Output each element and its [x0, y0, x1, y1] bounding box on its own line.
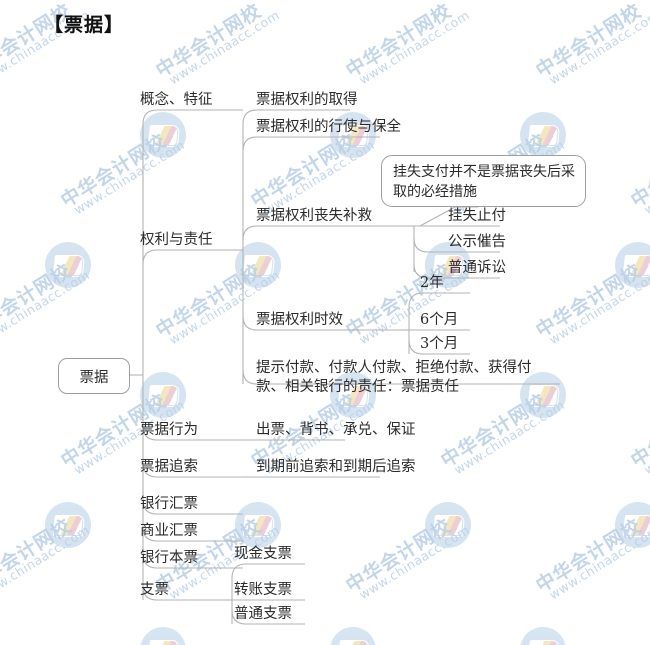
node-label: 商业汇票 [140, 523, 198, 539]
node-label: 支票 [140, 582, 169, 598]
node-period-3-months[interactable]: 3个月 [420, 336, 458, 353]
node-exercise-and-preservation[interactable]: 票据权利的行使与保全 [256, 119, 401, 136]
node-label: 票据权利时效 [256, 312, 343, 328]
node-bill-acts[interactable]: 票据行为 [140, 422, 198, 439]
node-rights-liabilities[interactable]: 权利与责任 [140, 232, 213, 249]
node-label: 票据追索 [140, 459, 198, 475]
node-label: 公示催告 [448, 234, 506, 250]
node-label: 票据权利丧失补救 [256, 208, 372, 224]
node-label: 2年 [420, 275, 444, 291]
node-check[interactable]: 支票 [140, 582, 169, 599]
node-acquisition-of-rights[interactable]: 票据权利的取得 [256, 92, 358, 109]
node-ordinary-litigation[interactable]: 普通诉讼 [448, 260, 506, 277]
node-payment-responsibilities[interactable]: 提示付款、付款人付款、拒绝付款、获得付款、相关银行的责任：票据责任 [256, 359, 556, 397]
mindmap-root-node[interactable]: 票据 [58, 358, 130, 394]
node-bill-recourse[interactable]: 票据追索 [140, 459, 198, 476]
node-label: 挂失止付 [448, 208, 506, 224]
node-loss-remedy[interactable]: 票据权利丧失补救 [256, 208, 372, 225]
callout-note[interactable]: 挂失支付并不是票据丧失后采取的必经措施 [381, 155, 586, 207]
node-label: 普通诉讼 [448, 260, 506, 276]
node-label: 出票、背书、承兑、保证 [256, 422, 416, 438]
node-label: 票据权利的行使与保全 [256, 119, 401, 135]
node-label: 票据行为 [140, 422, 198, 438]
node-bank-draft[interactable]: 银行汇票 [140, 496, 198, 513]
node-label: 银行汇票 [140, 496, 198, 512]
node-commercial-draft[interactable]: 商业汇票 [140, 523, 198, 540]
node-label: 提示付款、付款人付款、拒绝付款、获得付款、相关银行的责任：票据责任 [256, 360, 532, 395]
page-title: 【票据】 [44, 14, 125, 36]
node-recourse-types[interactable]: 到期前追索和到期后追索 [256, 459, 416, 476]
node-label: 票据权利的取得 [256, 92, 358, 108]
node-label: 转账支票 [234, 582, 292, 598]
node-label: 权利与责任 [140, 232, 213, 248]
node-period-6-months[interactable]: 6个月 [420, 312, 458, 329]
node-label: 6个月 [420, 312, 459, 328]
callout-text: 挂失支付并不是票据丧失后采取的必经措施 [393, 164, 575, 200]
node-label: 概念、特征 [140, 92, 213, 108]
node-ordinary-check[interactable]: 普通支票 [234, 606, 292, 623]
node-transfer-check[interactable]: 转账支票 [234, 582, 292, 599]
node-acts-list[interactable]: 出票、背书、承兑、保证 [256, 422, 416, 439]
node-cash-check[interactable]: 现金支票 [234, 546, 292, 563]
node-cashiers-check[interactable]: 银行本票 [140, 550, 198, 567]
node-label: 到期前追索和到期后追索 [256, 459, 416, 475]
node-label: 3个月 [420, 336, 459, 352]
node-period-2-years[interactable]: 2年 [420, 275, 444, 292]
node-label: 现金支票 [234, 546, 292, 562]
node-stop-payment[interactable]: 挂失止付 [448, 208, 506, 225]
node-label: 普通支票 [234, 606, 292, 622]
node-label: 银行本票 [140, 550, 198, 566]
root-label: 票据 [79, 369, 109, 386]
node-limitation-period[interactable]: 票据权利时效 [256, 312, 343, 329]
node-public-summons[interactable]: 公示催告 [448, 234, 506, 251]
node-concept-features[interactable]: 概念、特征 [140, 92, 213, 109]
